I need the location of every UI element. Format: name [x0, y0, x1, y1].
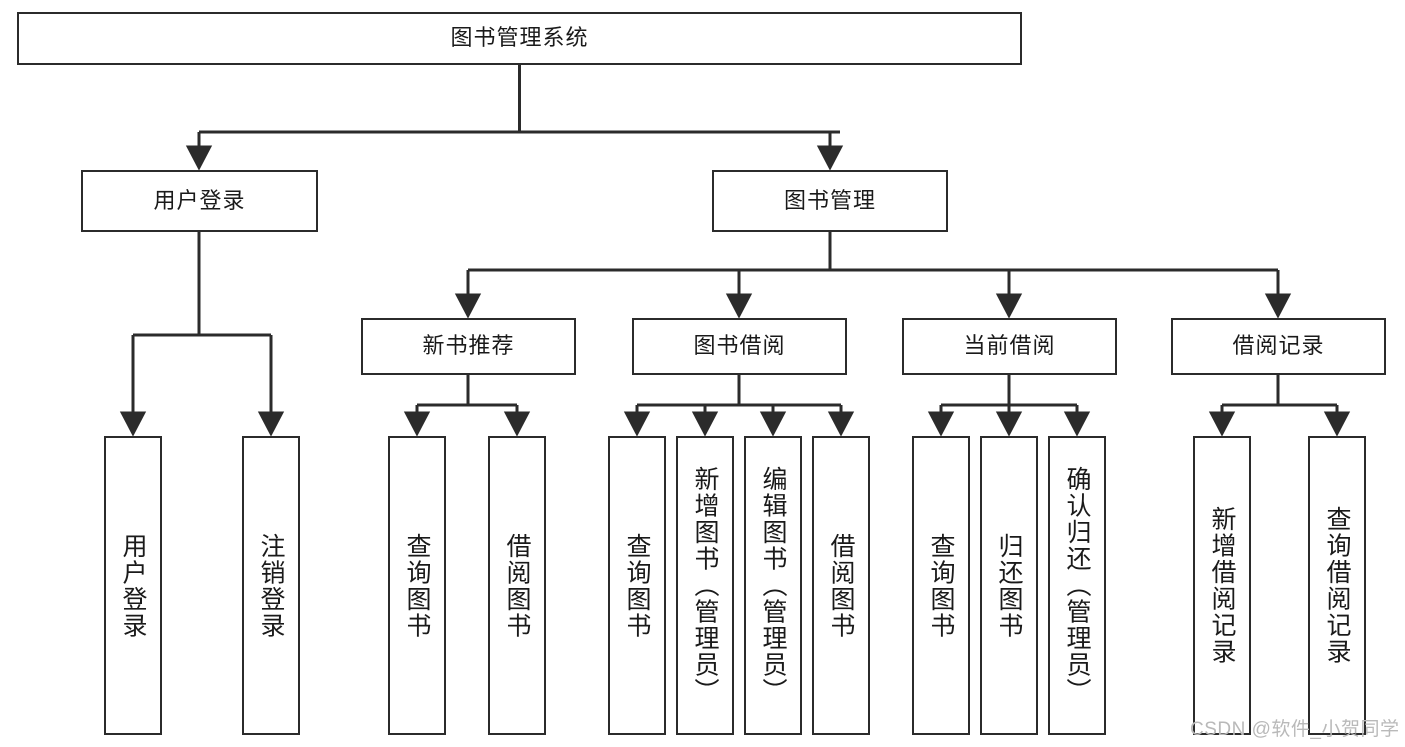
node-book-borrow[interactable]: 图书借阅 — [632, 318, 847, 375]
leaf-record-add-record[interactable]: 新增借阅记录 — [1193, 436, 1251, 735]
leaf-label: 新增图书（管理员） — [691, 466, 719, 705]
leaf-user-login-logout[interactable]: 注销登录 — [242, 436, 300, 735]
leaf-record-query-record[interactable]: 查询借阅记录 — [1308, 436, 1366, 735]
leaf-label: 查询借阅记录 — [1323, 506, 1351, 665]
leaf-label: 编辑图书（管理员） — [759, 466, 787, 705]
leaf-label: 用户登录 — [119, 532, 147, 639]
leaf-label: 注销登录 — [257, 532, 285, 639]
leaf-borrow-edit-book-admin[interactable]: 编辑图书（管理员） — [744, 436, 802, 735]
node-borrow-record[interactable]: 借阅记录 — [1171, 318, 1386, 375]
leaf-current-confirm-return-admin[interactable]: 确认归还（管理员） — [1048, 436, 1106, 735]
leaf-label: 借阅图书 — [827, 532, 855, 639]
node-user-login[interactable]: 用户登录 — [81, 170, 318, 232]
leaf-label: 查询图书 — [927, 532, 955, 639]
leaf-borrow-borrow-book[interactable]: 借阅图书 — [812, 436, 870, 735]
leaf-current-return-book[interactable]: 归还图书 — [980, 436, 1038, 735]
leaf-label: 归还图书 — [995, 532, 1023, 639]
node-new-book-recommend[interactable]: 新书推荐 — [361, 318, 576, 375]
node-book-management[interactable]: 图书管理 — [712, 170, 948, 232]
leaf-label: 查询图书 — [403, 532, 431, 639]
leaf-label: 查询图书 — [623, 532, 651, 639]
leaf-label: 确认归还（管理员） — [1063, 466, 1091, 705]
csdn-watermark: CSDN @软件_小贺同学 — [1190, 719, 1400, 740]
leaf-label: 借阅图书 — [503, 532, 531, 639]
leaf-recommend-borrow-book[interactable]: 借阅图书 — [488, 436, 546, 735]
leaf-borrow-query-book[interactable]: 查询图书 — [608, 436, 666, 735]
node-current-borrow[interactable]: 当前借阅 — [902, 318, 1117, 375]
leaf-label: 新增借阅记录 — [1208, 506, 1236, 665]
leaf-borrow-add-book-admin[interactable]: 新增图书（管理员） — [676, 436, 734, 735]
leaf-current-query-book[interactable]: 查询图书 — [912, 436, 970, 735]
leaf-recommend-query-book[interactable]: 查询图书 — [388, 436, 446, 735]
leaf-user-login-login[interactable]: 用户登录 — [104, 436, 162, 735]
node-root-system[interactable]: 图书管理系统 — [17, 12, 1022, 65]
